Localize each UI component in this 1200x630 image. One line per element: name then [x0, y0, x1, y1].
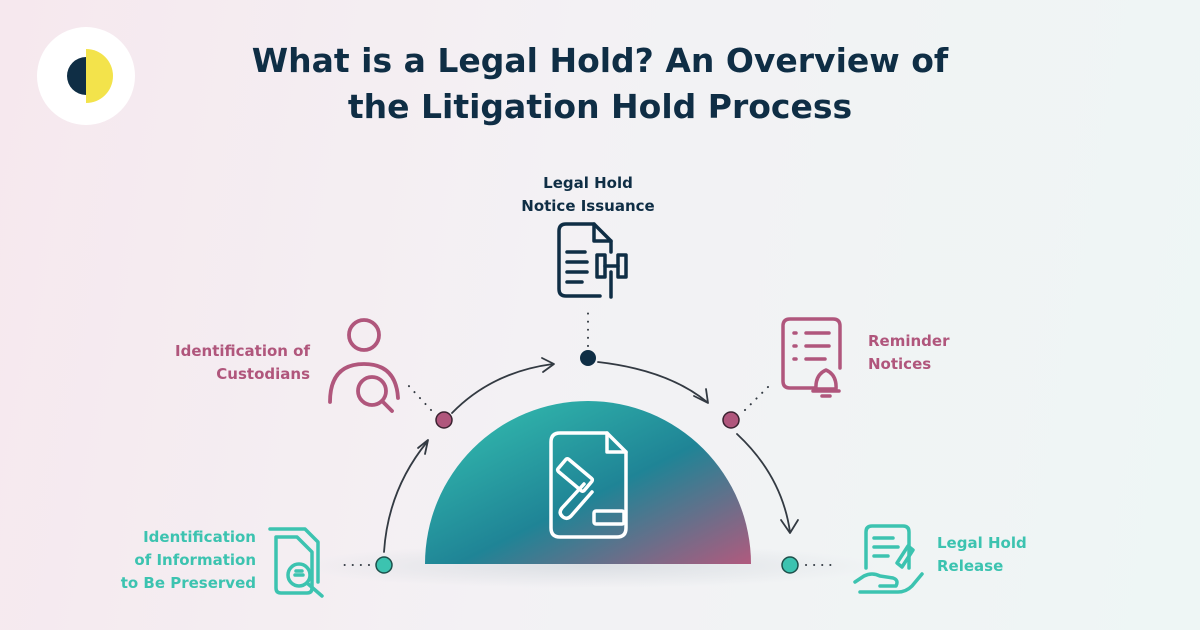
- flow-arrows: [383, 357, 799, 553]
- brand-logo-icon: [67, 49, 113, 103]
- label-custodians-line-2: Custodians: [216, 365, 310, 383]
- arrowhead: [693, 388, 709, 404]
- label-reminder-line-2: Notices: [868, 355, 932, 373]
- label-notice-issuance: Legal Hold Notice Issuance: [498, 172, 678, 218]
- central-dome: [425, 401, 751, 564]
- brand-logo: [37, 27, 135, 125]
- title-line-2: the Litigation Hold Process: [347, 87, 853, 126]
- gavel-document-icon: [549, 431, 628, 539]
- label-custodians: Identification of Custodians: [110, 340, 310, 386]
- arrow-reminder-to-release: [736, 433, 791, 533]
- node-reminder: [722, 411, 740, 429]
- label-release-line-1: Legal Hold: [937, 534, 1027, 552]
- arrowhead: [780, 519, 799, 534]
- label-release-line-2: Release: [937, 557, 1004, 575]
- arrowhead: [417, 439, 429, 455]
- checklist-bell-icon: [781, 317, 842, 398]
- node-notice: [580, 350, 596, 366]
- label-custodians-line-1: Identification of: [175, 342, 310, 360]
- label-information-preserved: Identification of Information to Be Pres…: [60, 526, 256, 595]
- label-information-line-2: of Information: [134, 551, 256, 569]
- arrow-information-to-custodians: [383, 441, 428, 553]
- label-notice-line-1: Legal Hold: [543, 174, 633, 192]
- arrow-notice-to-reminder: [597, 361, 708, 403]
- label-information-line-1: Identification: [143, 528, 256, 546]
- document-hand-icon: [853, 524, 924, 594]
- dotted-connectors: [337, 311, 839, 566]
- page-title: What is a Legal Hold? An Overview of the…: [180, 38, 1020, 130]
- node-information: [375, 556, 393, 574]
- arrow-custodians-to-notice: [451, 363, 554, 414]
- legal-document-gavel-icon: [557, 222, 628, 299]
- label-hold-release: Legal Hold Release: [937, 532, 1077, 578]
- label-information-line-3: to Be Preserved: [120, 574, 256, 592]
- title-line-1: What is a Legal Hold? An Overview of: [251, 41, 949, 80]
- arrowhead: [541, 357, 555, 373]
- person-search-icon: [328, 318, 400, 413]
- label-reminder-notices: Reminder Notices: [868, 330, 1028, 376]
- node-release: [781, 556, 799, 574]
- label-reminder-line-1: Reminder: [868, 332, 950, 350]
- documents-search-icon: [268, 527, 324, 598]
- node-custodians: [435, 411, 453, 429]
- label-notice-line-2: Notice Issuance: [521, 197, 655, 215]
